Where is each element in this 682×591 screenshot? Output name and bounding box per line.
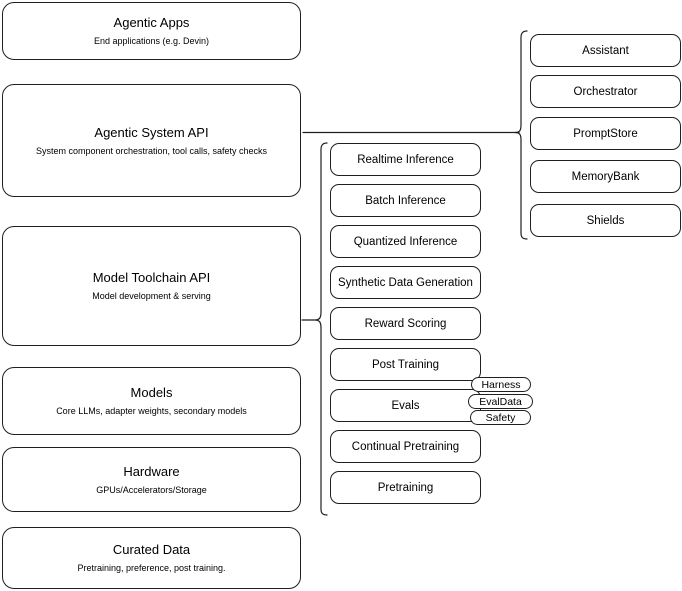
model-toolchain-curly-bracket	[314, 142, 328, 516]
item-pretraining[interactable]: Pretraining	[330, 471, 481, 504]
item-post-training[interactable]: Post Training	[330, 348, 481, 381]
layer-models[interactable]: Models Core LLMs, adapter weights, secon…	[2, 367, 301, 435]
agentic-system-curly-bracket	[514, 30, 528, 240]
layer-title: Hardware	[123, 463, 180, 479]
layer-subtitle: System component orchestration, tool cal…	[35, 145, 268, 156]
tag-evaldata[interactable]: EvalData	[468, 394, 533, 409]
layer-title: Agentic System API	[94, 124, 209, 140]
item-evals[interactable]: Evals	[330, 389, 481, 422]
layer-title: Models	[130, 385, 173, 400]
layer-subtitle: Model development & serving	[92, 291, 211, 301]
item-assistant[interactable]: Assistant	[530, 34, 681, 67]
layer-curated-data[interactable]: Curated Data Pretraining, preference, po…	[2, 527, 301, 589]
layer-subtitle: End applications (e.g. Devin)	[93, 36, 210, 46]
layer-title: Agentic Apps	[113, 15, 190, 30]
item-reward-scoring[interactable]: Reward Scoring	[330, 307, 481, 340]
item-shields[interactable]: Shields	[530, 204, 681, 237]
item-orchestrator[interactable]: Orchestrator	[530, 75, 681, 108]
tag-harness[interactable]: Harness	[471, 377, 531, 392]
layer-subtitle: Pretraining, preference, post training.	[77, 563, 226, 573]
item-promptstore[interactable]: PromptStore	[530, 117, 681, 150]
layer-title: Model Toolchain API	[92, 270, 211, 285]
layer-hardware[interactable]: Hardware GPUs/Accelerators/Storage	[2, 447, 301, 512]
item-realtime-inference[interactable]: Realtime Inference	[330, 143, 481, 176]
item-memorybank[interactable]: MemoryBank	[530, 160, 681, 193]
layer-subtitle: GPUs/Accelerators/Storage	[96, 484, 207, 495]
item-synthetic-data-generation[interactable]: Synthetic Data Generation	[330, 266, 481, 299]
layer-model-toolchain-api[interactable]: Model Toolchain API Model development & …	[2, 226, 301, 346]
item-batch-inference[interactable]: Batch Inference	[330, 184, 481, 217]
item-quantized-inference[interactable]: Quantized Inference	[330, 225, 481, 258]
layer-agentic-system-api[interactable]: Agentic System API System component orch…	[2, 84, 301, 197]
layer-agentic-apps[interactable]: Agentic Apps End applications (e.g. Devi…	[2, 2, 301, 60]
item-continual-pretraining[interactable]: Continual Pretraining	[330, 430, 481, 463]
layer-title: Curated Data	[112, 542, 191, 557]
layer-subtitle: Core LLMs, adapter weights, secondary mo…	[56, 406, 247, 416]
tag-safety[interactable]: Safety	[470, 410, 531, 425]
